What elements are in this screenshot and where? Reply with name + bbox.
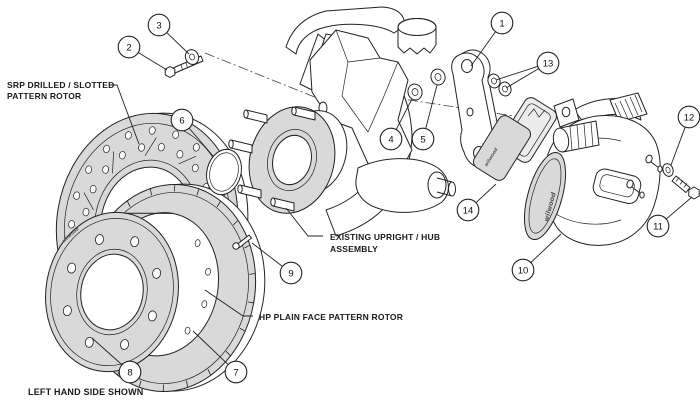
trailing-arm	[355, 158, 456, 213]
bolt-11	[671, 175, 700, 200]
callout-5: 5	[411, 84, 438, 151]
callout-6: 6	[170, 108, 214, 157]
caliper-piston	[552, 120, 600, 153]
wheel-studs	[228, 106, 316, 212]
callout-9: 9	[251, 242, 303, 285]
brake-caliper: wilwood	[523, 92, 663, 246]
bleed-screws	[626, 154, 663, 199]
label-hp-rotor: HP PLAIN FACE PATTERN ROTOR	[204, 289, 403, 322]
rotor-set-screw	[232, 234, 252, 250]
upright-bushing-cylinder	[397, 18, 437, 55]
callout-14: 14	[456, 183, 497, 222]
svg-text:PATTERN ROTOR: PATTERN ROTOR	[7, 91, 81, 101]
callout-3: 3	[147, 13, 190, 55]
hub-flange	[228, 106, 348, 214]
washer-5	[430, 68, 446, 86]
washer-12	[662, 163, 674, 177]
svg-text:ASSEMBLY: ASSEMBLY	[330, 244, 378, 254]
callout-10: 10	[511, 233, 562, 282]
svg-text:4: 4	[388, 135, 393, 146]
svg-text:5: 5	[420, 135, 425, 146]
svg-text:6: 6	[179, 116, 184, 127]
svg-text:EXISTING UPRIGHT / HUB: EXISTING UPRIGHT / HUB	[330, 232, 440, 242]
svg-text:2: 2	[126, 43, 131, 54]
svg-text:1: 1	[499, 19, 504, 30]
callout-13: 13	[495, 51, 560, 89]
svg-text:14: 14	[463, 206, 474, 217]
brake-pads: wilwood	[472, 97, 558, 181]
o-ring	[206, 148, 242, 196]
svg-text:12: 12	[684, 113, 695, 124]
callout-12: 12	[670, 105, 700, 166]
callout-1: 1	[470, 11, 514, 67]
svg-text:9: 9	[288, 269, 293, 280]
callouts: 1 2 3 4 5 6 7 8 9 10 11 12 13 14	[91, 11, 700, 384]
label-left-hand-side: LEFT HAND SIDE SHOWN	[28, 387, 144, 397]
callout-2: 2	[117, 35, 168, 71]
washers-13	[487, 73, 512, 97]
svg-text:SRP DRILLED / SLOTTED: SRP DRILLED / SLOTTED	[7, 80, 114, 90]
washer-4	[407, 83, 423, 101]
callout-7: 7	[192, 330, 248, 384]
callout-4: 4	[379, 98, 413, 151]
svg-text:13: 13	[543, 59, 554, 70]
svg-text:HP PLAIN FACE PATTERN ROTOR: HP PLAIN FACE PATTERN ROTOR	[259, 312, 403, 322]
svg-text:10: 10	[518, 266, 529, 277]
svg-text:8: 8	[127, 368, 132, 379]
caliper-spring-clip	[609, 92, 648, 123]
callout-8: 8	[91, 337, 142, 384]
svg-text:7: 7	[233, 368, 238, 379]
label-srp-rotor: SRP DRILLED / SLOTTED PATTERN ROTOR	[7, 80, 140, 145]
callout-11: 11	[646, 196, 693, 238]
svg-text:11: 11	[653, 222, 663, 233]
svg-text:3: 3	[156, 21, 161, 32]
rotor-hat: wilwood	[45, 211, 220, 373]
label-upright-hub: EXISTING UPRIGHT / HUB ASSEMBLY	[285, 207, 440, 254]
